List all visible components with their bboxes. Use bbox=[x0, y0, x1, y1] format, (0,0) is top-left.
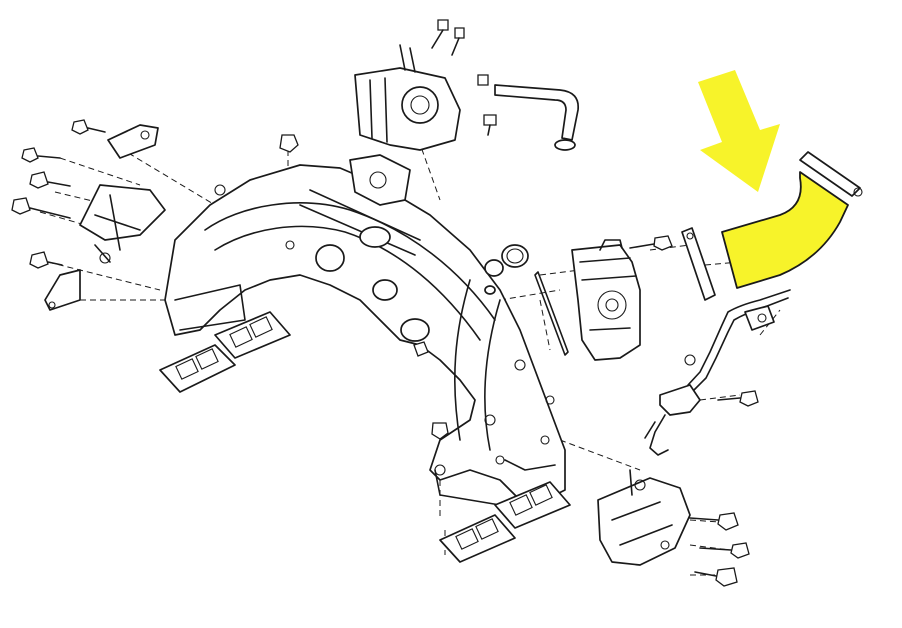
bolts-left bbox=[11, 119, 106, 269]
thin-gasket bbox=[534, 271, 569, 356]
intake-duct-hose bbox=[721, 171, 849, 289]
o-rings bbox=[484, 244, 529, 295]
gaskets-left bbox=[159, 311, 291, 393]
bolt-throttle bbox=[629, 235, 673, 251]
bolts-lower-right bbox=[689, 512, 750, 587]
bolt-right-pipe bbox=[717, 390, 759, 407]
metal-pipe bbox=[644, 289, 791, 456]
arrow-icon bbox=[698, 70, 780, 192]
bolt-manifold-mid bbox=[413, 341, 429, 357]
throttle-body-assembly bbox=[349, 44, 461, 206]
hose-clamp-bracket bbox=[681, 227, 716, 301]
lower-right-bracket bbox=[597, 469, 691, 566]
left-bracket-assembly bbox=[44, 124, 166, 311]
bolt-center-bottom bbox=[431, 422, 449, 440]
electronic-throttle-body bbox=[571, 239, 641, 361]
upper-vacuum-hose bbox=[494, 84, 580, 151]
gaskets-bottom bbox=[439, 481, 571, 563]
bolts-top bbox=[279, 19, 497, 153]
duct-end-strip bbox=[799, 151, 863, 197]
